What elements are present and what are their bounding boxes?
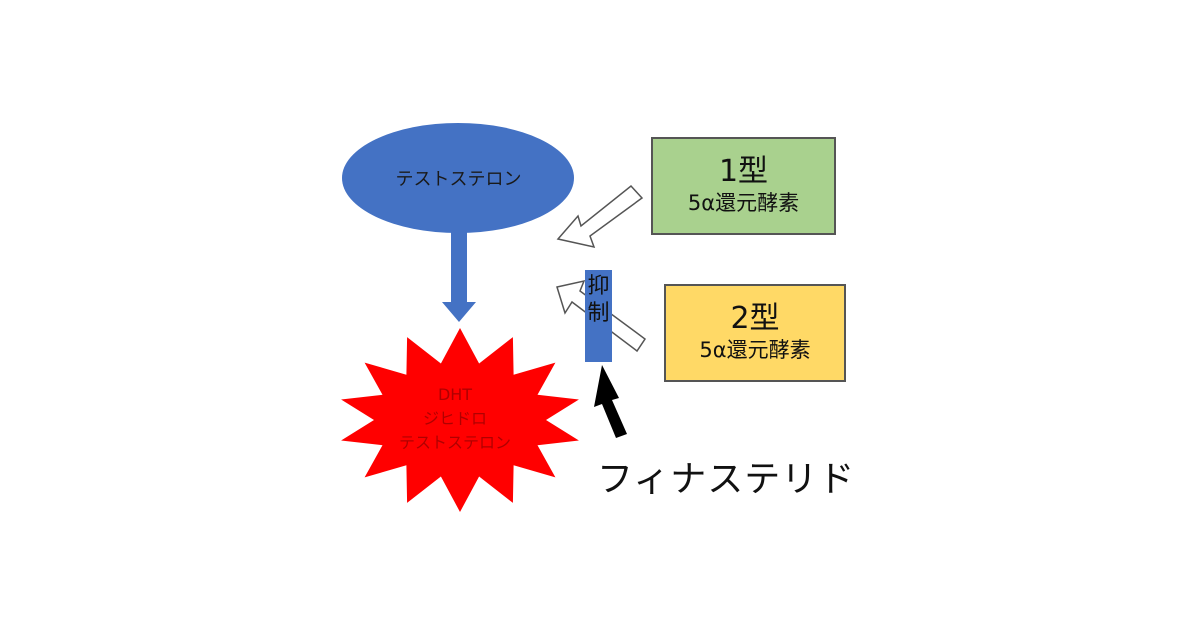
dht-starburst [341, 328, 579, 512]
type1-enzyme-box: 1型 5α還元酵素 [651, 137, 836, 235]
dht-label: DHT ジヒドロ テストステロン [398, 385, 511, 452]
testosterone-label: テストステロン [395, 169, 522, 190]
inhibit-bar [585, 270, 612, 362]
type1-enzyme-subtitle: 5α還元酵素 [687, 191, 800, 216]
type1-enzyme-title: 1型 [718, 154, 769, 190]
type2-enzyme-subtitle: 5α還元酵素 [699, 338, 811, 363]
testosterone-ellipse [342, 123, 574, 233]
type2-enzyme-box: 2型 5α還元酵素 [664, 284, 846, 382]
type2-enzyme-title: 2型 [730, 301, 780, 337]
finasteride-label: フィナステリド [597, 459, 856, 500]
conversion-arrow [442, 230, 476, 322]
finasteride-arrow [594, 365, 627, 438]
inhibit-label: 抑 制 [587, 274, 610, 326]
type1-enzyme-arrow [556, 184, 644, 249]
